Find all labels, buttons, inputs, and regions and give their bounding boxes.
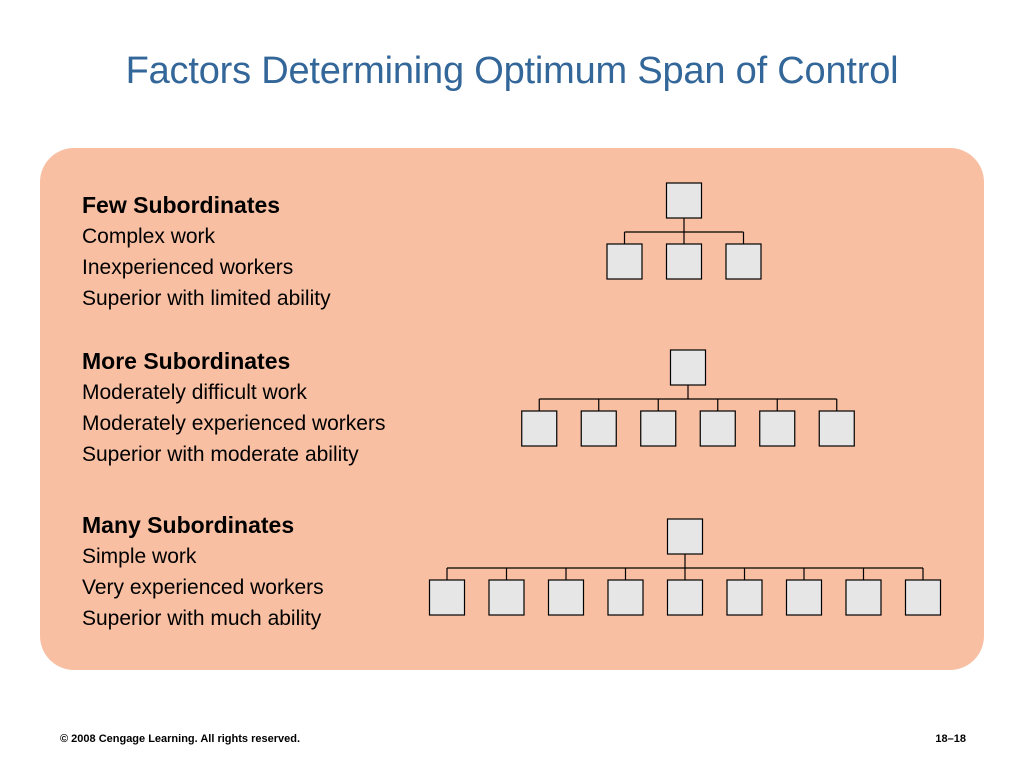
section-line: Superior with limited ability xyxy=(82,287,331,310)
section-line: Moderately difficult work xyxy=(82,381,307,404)
footer-copyright: © 2008 Cengage Learning. All rights rese… xyxy=(60,733,301,745)
section-few-subordinates: Few Subordinates Complex work Inexperien… xyxy=(82,190,331,314)
section-heading: More Subordinates xyxy=(82,348,291,374)
section-line: Very experienced workers xyxy=(82,576,324,599)
section-line: Complex work xyxy=(82,225,216,248)
section-line: Superior with moderate ability xyxy=(82,443,359,466)
section-more-subordinates: More Subordinates Moderately difficult w… xyxy=(82,346,385,470)
section-line: Inexperienced workers xyxy=(82,256,294,279)
footer-page-number: 18–18 xyxy=(935,733,966,745)
slide-title: Factors Determining Optimum Span of Cont… xyxy=(125,50,899,92)
section-line: Superior with much ability xyxy=(82,607,322,630)
section-line: Simple work xyxy=(82,545,197,568)
section-heading: Few Subordinates xyxy=(82,192,281,218)
section-heading: Many Subordinates xyxy=(82,512,295,538)
section-line: Moderately experienced workers xyxy=(82,412,386,435)
section-many-subordinates: Many Subordinates Simple work Very exper… xyxy=(82,510,324,634)
